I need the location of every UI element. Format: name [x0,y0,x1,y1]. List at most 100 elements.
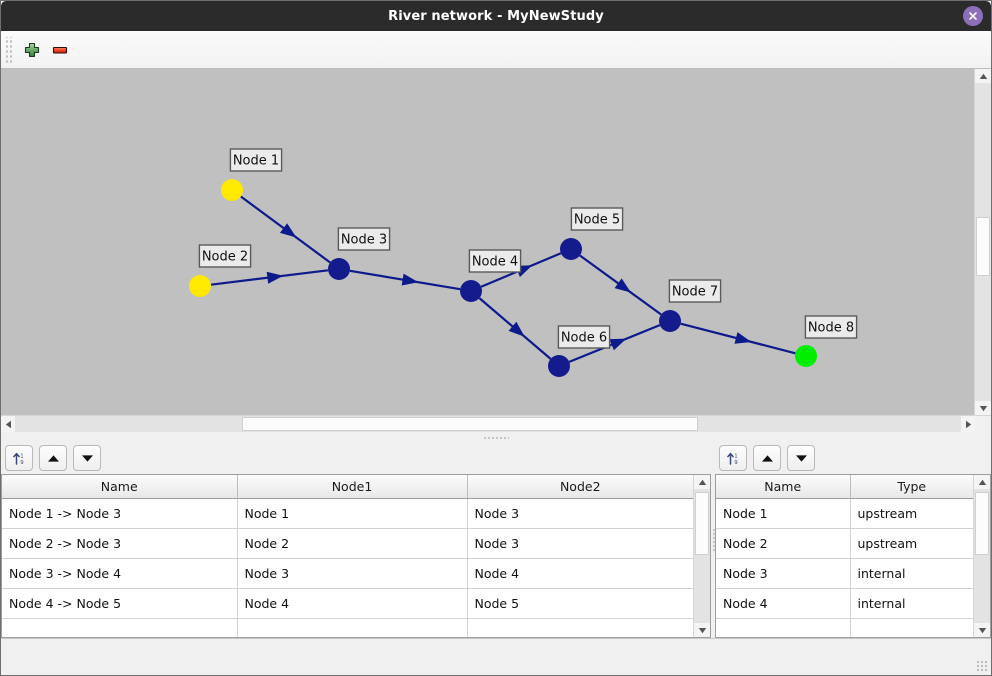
scroll-left-arrow-icon[interactable] [1,416,15,432]
graph-horizontal-scrollbar[interactable] [1,415,991,432]
reaches-col-node2[interactable]: Node2 [467,475,693,499]
graph-node-label-node-3[interactable]: Node 3 [337,227,391,251]
nodes-col-type[interactable]: Type [850,475,973,499]
graph-node-node-6[interactable] [548,355,570,377]
sort-az-glyph: 1 9 [726,452,738,466]
reaches-move-down-icon[interactable] [73,445,101,471]
scroll-right-arrow-icon[interactable] [961,416,975,432]
reaches-scroll-up-arrow-icon[interactable] [694,475,710,489]
graph-node-node-8[interactable] [795,345,817,367]
reaches-table-cell[interactable]: Node 3 [467,498,693,529]
remove-minus-icon[interactable] [46,36,74,64]
reaches-table-row[interactable] [2,618,693,637]
reaches-col-name[interactable]: Name [2,475,238,499]
nodes-table-cell[interactable]: Node 1 [716,498,851,529]
scroll-up-arrow-icon[interactable] [975,69,991,83]
reaches-scroll-down-arrow-icon[interactable] [694,623,710,637]
graph-node-label-node-1[interactable]: Node 1 [229,148,283,172]
graph-node-label-node-2[interactable]: Node 2 [198,244,252,268]
graph-vertical-scrollbar[interactable] [974,69,991,415]
graph-node-label-node-7[interactable]: Node 7 [668,279,722,303]
reaches-table-cell[interactable]: Node 4 -> Node 5 [2,588,238,619]
reaches-toolbar: 1 9 [1,442,711,474]
reaches-vscroll-track[interactable] [694,489,710,623]
nodes-table-cell[interactable]: Node 3 [716,558,851,589]
reaches-vertical-scrollbar[interactable] [693,475,710,637]
reaches-table-cell[interactable]: Node 3 [237,558,468,589]
reaches-table-cell[interactable] [467,618,693,637]
reaches-table-cell[interactable]: Node 3 [467,528,693,559]
graph-hscroll-thumb[interactable] [242,417,699,431]
nodes-vscroll-thumb[interactable] [975,491,989,556]
reaches-table-cell[interactable]: Node 4 [467,558,693,589]
nodes-table-cell[interactable] [850,618,973,637]
reaches-col-node1[interactable]: Node1 [237,475,468,499]
graph-node-label-node-6[interactable]: Node 6 [557,325,611,349]
nodes-table-row[interactable] [716,618,973,637]
vertical-splitter[interactable] [711,442,715,638]
nodes-sort-az-icon[interactable]: 1 9 [719,445,747,471]
graph-node-label-node-5[interactable]: Node 5 [570,207,624,231]
add-plus-icon[interactable] [18,36,46,64]
window-resize-grip[interactable] [976,660,988,672]
graph-node-node-1[interactable] [221,179,243,201]
node-label-text: Node 1 [233,154,279,169]
nodes-move-up-icon[interactable] [753,445,781,471]
nodes-vscroll-track[interactable] [974,489,990,623]
reaches-table-cell[interactable] [2,618,238,637]
nodes-table-cell[interactable]: upstream [850,498,973,529]
reaches-table-cell[interactable]: Node 2 -> Node 3 [2,528,238,559]
graph-node-label-node-8[interactable]: Node 8 [804,315,858,339]
reaches-table-cell[interactable]: Node 4 [237,588,468,619]
horizontal-splitter[interactable] [1,432,991,442]
remove-minus-glyph [52,46,68,54]
reaches-table-cell[interactable] [237,618,468,637]
reaches-move-up-icon[interactable] [39,445,67,471]
reaches-sort-az-icon[interactable]: 1 9 [5,445,33,471]
nodes-scroll-up-arrow-icon[interactable] [974,475,990,489]
graph-node-node-4[interactable] [460,280,482,302]
nodes-vertical-scrollbar[interactable] [973,475,990,637]
graph-vscroll-thumb[interactable] [976,216,990,276]
reaches-table-cell[interactable]: Node 3 -> Node 4 [2,558,238,589]
nodes-col-name[interactable]: Name [716,475,851,499]
graph-vscroll-track[interactable] [975,83,991,401]
graph-node-node-3[interactable] [328,258,350,280]
nodes-table-cell[interactable]: Node 2 [716,528,851,559]
reaches-table-cell[interactable]: Node 5 [467,588,693,619]
reaches-table-cell[interactable]: Node 1 -> Node 3 [2,498,238,529]
nodes-table-cell[interactable]: Node 4 [716,588,851,619]
node-label-box [198,244,252,268]
nodes-table-cell[interactable]: upstream [850,528,973,559]
river-network-graph[interactable]: Node 1 Node 2 Node 3 Node 4 Node 5 Node 6 Node… [1,69,974,415]
svg-text:1: 1 [20,453,23,459]
graph-node-node-5[interactable] [560,238,582,260]
reaches-table-cell[interactable]: Node 2 [237,528,468,559]
reaches-table-cell[interactable]: Node 1 [237,498,468,529]
graph-node-label-node-4[interactable]: Node 4 [468,249,522,273]
toolbar-drag-handle[interactable] [5,36,12,63]
nodes-table-cell[interactable] [716,618,851,637]
node-label-text: Node 8 [808,321,854,336]
nodes-move-down-icon[interactable] [787,445,815,471]
nodes-scroll-down-arrow-icon[interactable] [974,623,990,637]
reaches-vscroll-thumb[interactable] [695,491,709,556]
graph-node-node-2[interactable] [189,275,211,297]
graph-node-node-7[interactable] [659,310,681,332]
nodes-table-cell[interactable]: internal [850,558,973,589]
close-icon[interactable] [963,6,983,26]
scroll-down-arrow-icon[interactable] [975,401,991,415]
nodes-table-cell[interactable]: internal [850,588,973,619]
graph-hscroll-track[interactable] [15,416,961,432]
